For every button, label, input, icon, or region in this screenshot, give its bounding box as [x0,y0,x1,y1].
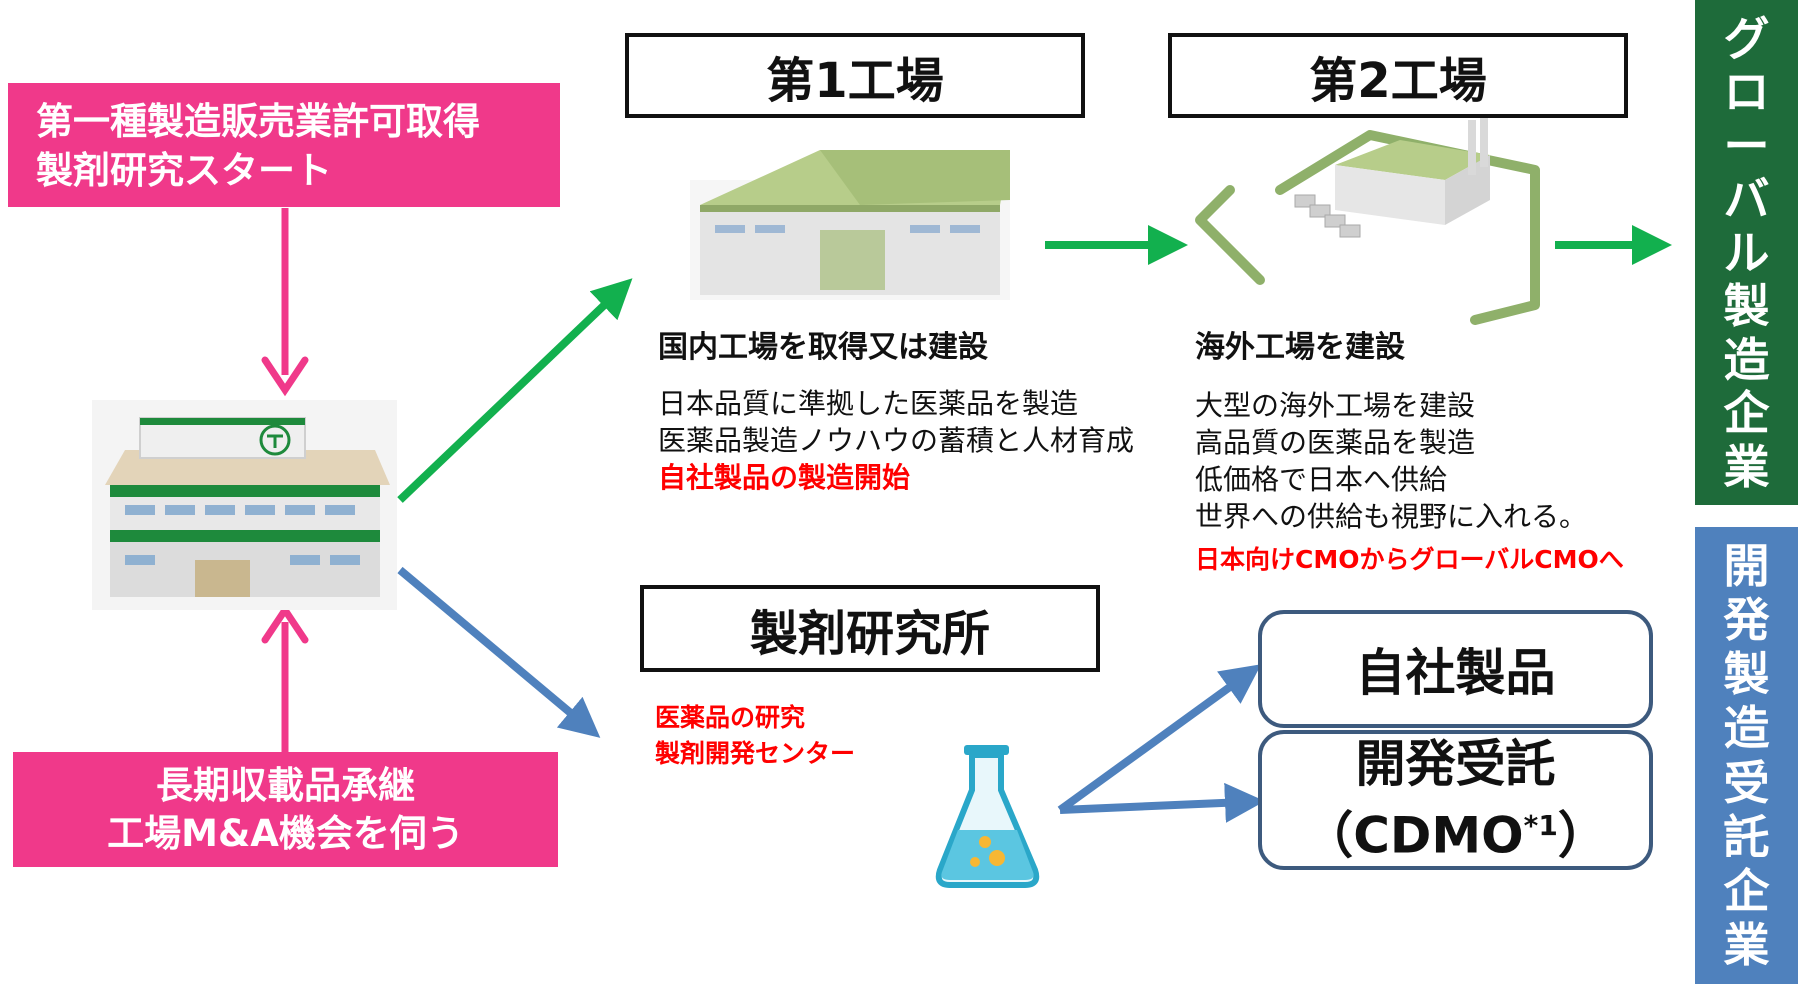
side-global-char: グ [1723,11,1770,66]
own-products-label: 自社製品 [1355,644,1556,702]
green-arrow-to-factory1 [397,278,633,503]
blue-arrow-to-own-products [1057,664,1262,814]
factory1-title-box: 第1工場 [625,33,1085,118]
factory2-description: 大型の海外工場を建設 高品質の医薬品を製造 低価格で日本へ供給 世界への供給も視… [1195,387,1587,535]
contract-development-box: 開発受託 （CDMO*1） [1258,730,1653,870]
side-dev-char: 企 [1723,863,1770,918]
side-global-char: 業 [1723,439,1770,494]
factory1-line-2: 医薬品製造ノウハウの蓄積と人材育成 [658,424,1135,457]
own-products-box: 自社製品 [1258,610,1653,728]
side-dev-char: 造 [1723,701,1770,756]
cdmo-footnote-mark: *1 [1523,809,1558,843]
factory2-line-1: 大型の海外工場を建設 [1195,389,1476,422]
lab-title-box: 製剤研究所 [640,585,1100,672]
side-global-char: 企 [1723,386,1770,440]
lab-line-2: 製剤開発センター [655,739,856,768]
license-line-2: 製剤研究スタート [36,149,332,192]
factory1-heading: 国内工場を取得又は建設 [658,330,988,365]
blue-arrow-to-lab [397,566,601,738]
cdmo-suffix: ） [1557,806,1608,865]
long-listed-line-2: 工場M&A機会を伺う [107,812,464,855]
side-dev-char: 製 [1723,647,1770,702]
contract-dev-manufacturer-band: 開発製造受託企業 [1695,527,1798,984]
blue-arrow-to-contract-dev [1059,782,1265,823]
side-global-char: 製 [1723,279,1770,333]
flask-icon [935,745,1040,888]
factory1-title: 第1工場 [766,52,944,109]
factory2-line-4: 世界への供給も視野に入れる。 [1195,500,1588,533]
pink-arrow-down [261,208,309,397]
lab-line-1: 医薬品の研究 [655,703,806,732]
cdmo-prefix: （CDMO [1303,806,1524,865]
side-global-char: ー [1723,118,1770,173]
side-global-char: 造 [1723,332,1770,387]
factory2-highlight: 日本向けCMOからグローバルCMOへ [1195,545,1624,574]
license-acquisition-box: 第一種製造販売業許可取得 製剤研究スタート [8,83,560,207]
long-listed-line-1: 長期収載品承継 [156,764,415,807]
global-manufacturer-band: グローバル製造企業 [1695,0,1798,505]
side-global-char: バ [1723,172,1770,226]
side-dev-char: 開 [1723,539,1770,594]
contract-dev-label: 開発受託 [1355,735,1556,794]
factory1-highlight: 自社製品の製造開始 [658,461,911,494]
factory2-title-box: 第2工場 [1168,33,1628,118]
long-listed-products-box: 長期収載品承継 工場M&A機会を伺う [13,752,558,867]
side-global-char: ロ [1723,65,1770,119]
factory2-title: 第2工場 [1309,52,1487,109]
side-dev-char: 業 [1723,917,1770,972]
side-dev-char: 受 [1723,755,1770,810]
first-factory-icon [690,150,1010,300]
hq-building-icon [92,400,397,610]
lab-description: 医薬品の研究 製剤開発センター [655,700,855,772]
factory1-description: 日本品質に準拠した医薬品を製造 医薬品製造ノウハウの蓄積と人材育成 自社製品の製… [658,385,1134,496]
license-line-1: 第一種製造販売業許可取得 [36,100,480,143]
factory2-line-2: 高品質の医薬品を製造 [1195,426,1476,459]
factory2-line-3: 低価格で日本へ供給 [1195,463,1448,496]
factory2-heading: 海外工場を建設 [1195,330,1405,365]
factory1-line-1: 日本品質に準拠した医薬品を製造 [658,387,1079,420]
contract-dev-cdmo: （CDMO*1） [1303,795,1608,867]
side-dev-char: 託 [1723,809,1770,864]
lab-title: 製剤研究所 [749,605,990,662]
side-global-char: ル [1723,225,1770,280]
side-dev-char: 発 [1723,593,1770,648]
second-factory-icon [1195,112,1540,325]
